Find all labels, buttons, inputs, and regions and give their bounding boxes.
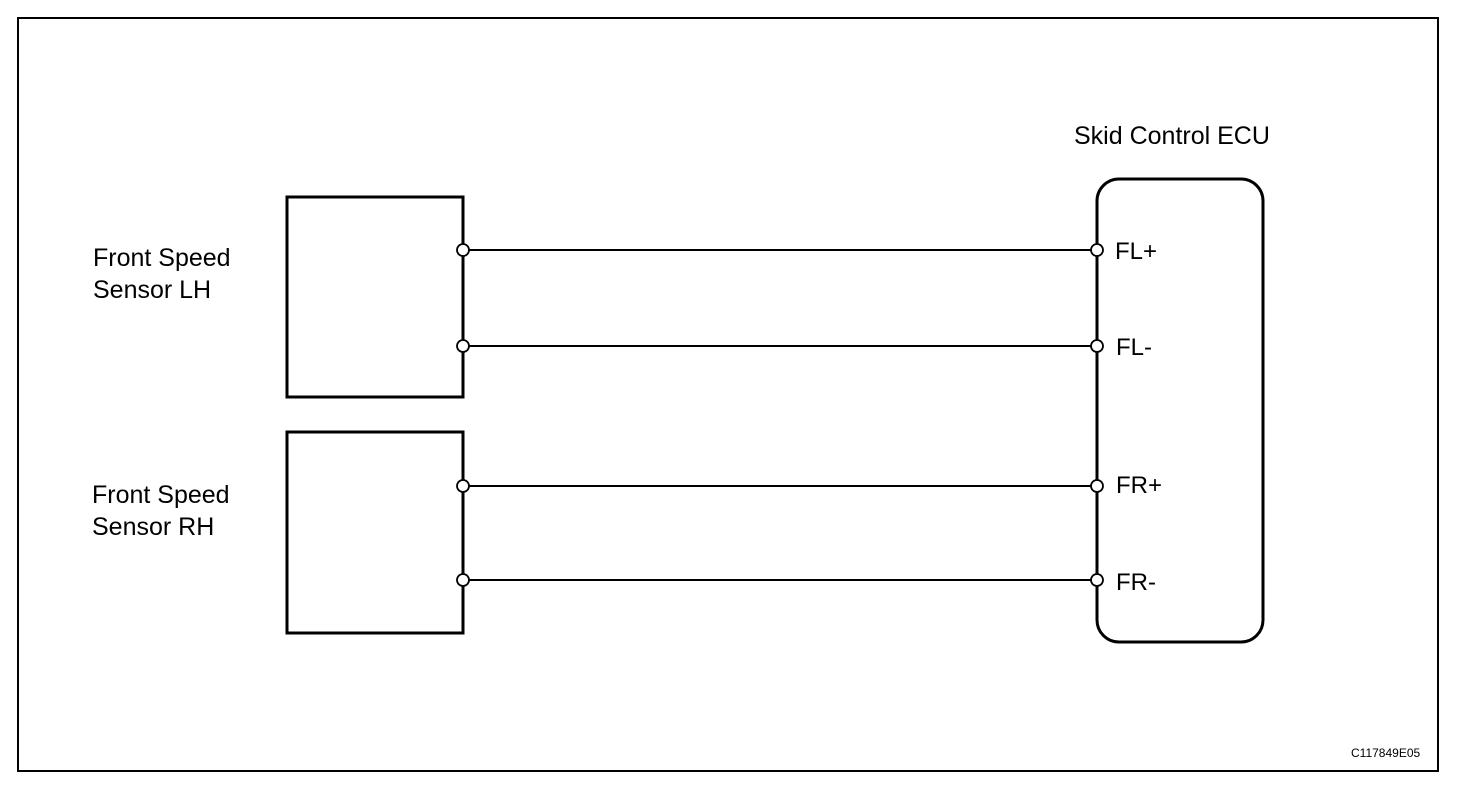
sensor-rh-label-line2: Sensor RH	[92, 513, 215, 541]
terminal-lh-2	[456, 339, 470, 353]
sensor-lh-label-line2: Sensor LH	[93, 276, 212, 304]
terminal-ecu-fr-minus	[1090, 573, 1104, 587]
terminal-rh-2	[456, 573, 470, 587]
ecu-title: Skid Control ECU	[1074, 122, 1270, 150]
ecu-box	[1095, 177, 1265, 644]
figure-code: C117849E05	[1351, 746, 1421, 760]
sensor-rh-label-line1: Front Speed	[92, 481, 230, 509]
pin-label-fr-plus: FR+	[1116, 472, 1163, 499]
diagram-frame	[17, 17, 1439, 772]
terminal-ecu-fr-plus	[1090, 479, 1104, 493]
terminal-rh-1	[456, 479, 470, 493]
pin-label-fl-plus: FL+	[1115, 238, 1158, 265]
sensor-lh-label: Front Speed Sensor LH	[93, 242, 231, 306]
terminal-ecu-fl-minus	[1090, 339, 1104, 353]
sensor-rh-label: Front Speed Sensor RH	[92, 479, 230, 543]
sensor-lh-box	[285, 195, 465, 399]
pin-label-fr-minus: FR-	[1116, 569, 1156, 596]
pin-label-fl-minus: FL-	[1116, 334, 1152, 361]
sensor-rh-box	[285, 430, 465, 635]
terminal-ecu-fl-plus	[1090, 243, 1104, 257]
sensor-lh-label-line1: Front Speed	[93, 244, 231, 272]
terminal-lh-1	[456, 243, 470, 257]
